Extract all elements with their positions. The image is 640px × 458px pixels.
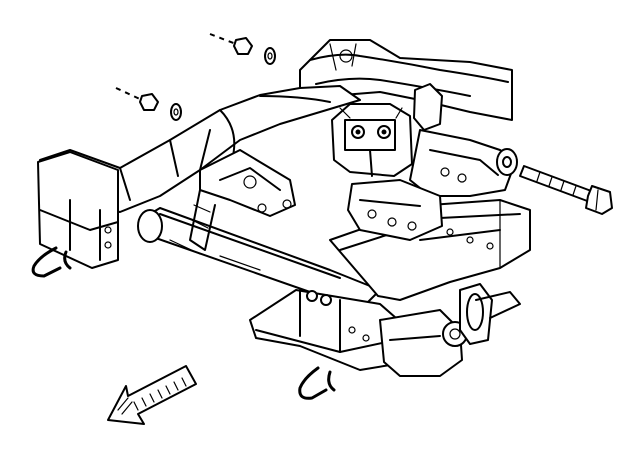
left-front-horn <box>37 151 119 269</box>
right-tow-hook <box>298 366 336 400</box>
bolt <box>519 165 613 215</box>
left-frame-rail <box>39 85 361 213</box>
left-tow-hook <box>31 246 72 278</box>
front-direction-arrow <box>107 365 197 425</box>
right-mount-arm <box>409 129 518 197</box>
right-front-horn <box>249 289 397 371</box>
lower-front-bracket <box>379 283 521 377</box>
right-spring-pocket <box>347 179 443 241</box>
front-crossmember-tube <box>137 207 381 311</box>
fastener-set-lower <box>115 87 182 121</box>
fastener-set-upper <box>209 33 276 65</box>
upper-mount-bracket <box>331 83 443 177</box>
left-spring-pocket <box>189 149 296 251</box>
